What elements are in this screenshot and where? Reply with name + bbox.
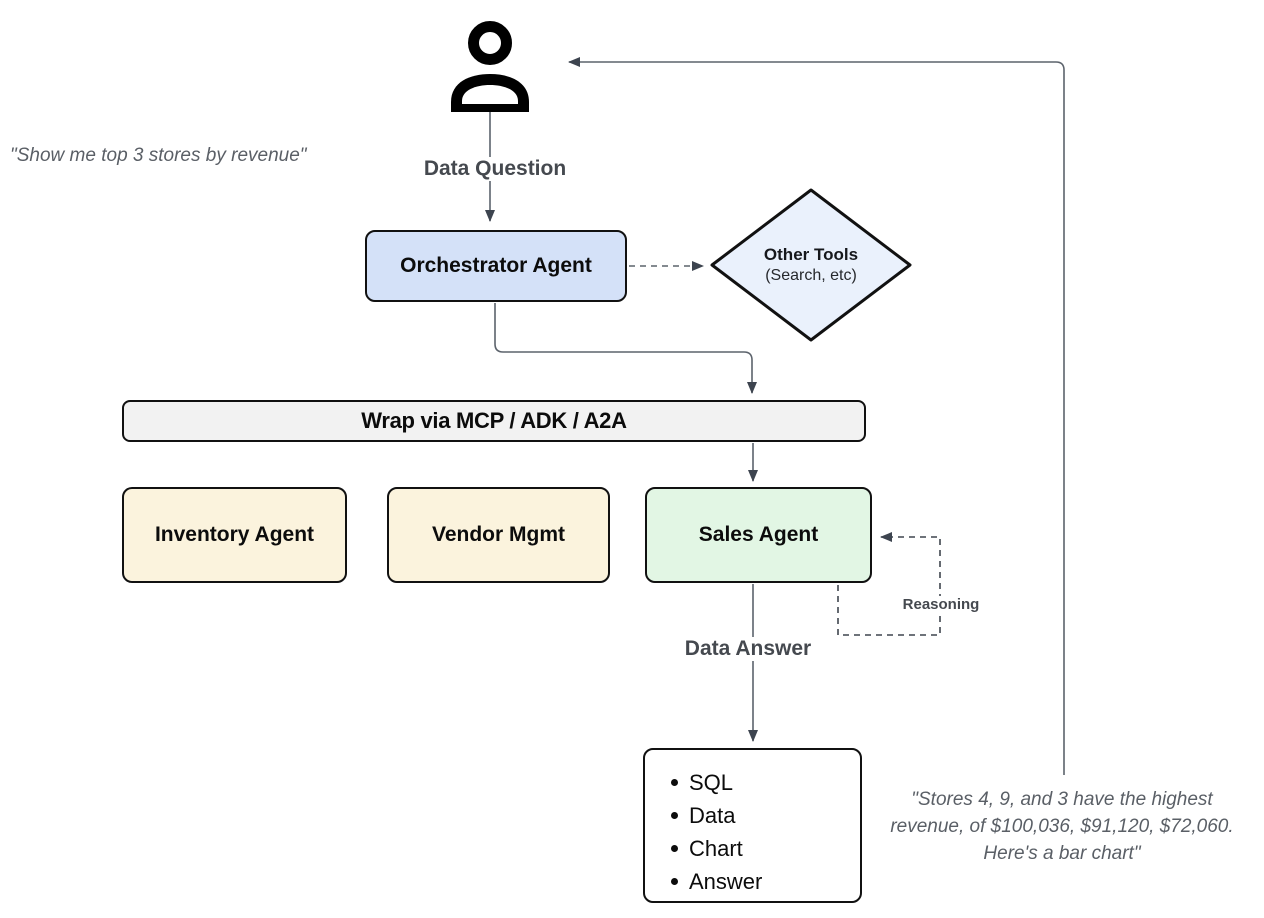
output-artifacts-node: SQL Data Chart Answer xyxy=(643,748,862,903)
user-person-icon xyxy=(443,12,538,114)
answer-quote-line-1: "Stores 4, 9, and 3 have the highest xyxy=(911,789,1213,810)
agent-answer-quote: "Stores 4, 9, and 3 have the highest rev… xyxy=(862,786,1262,867)
data-answer-label: Data Answer xyxy=(678,637,818,661)
output-artifacts-list: SQL Data Chart Answer xyxy=(645,750,762,898)
answer-quote-line-2: revenue, of $100,036, $91,120, $72,060. xyxy=(890,816,1234,837)
reasoning-label: Reasoning xyxy=(897,596,985,613)
vendor-mgmt-label: Vendor Mgmt xyxy=(431,523,565,546)
inventory-agent-node: Inventory Agent xyxy=(122,487,347,583)
vendor-mgmt-node: Vendor Mgmt xyxy=(387,487,610,583)
output-item-answer: Answer xyxy=(671,865,762,898)
answer-quote-line-3: Here's a bar chart" xyxy=(983,843,1141,864)
output-item-sql: SQL xyxy=(671,766,762,799)
output-item-chart: Chart xyxy=(671,832,762,865)
user-question-quote: "Show me top 3 stores by revenue" xyxy=(10,145,307,166)
other-tools-node: Other Tools (Search, etc) xyxy=(700,180,922,350)
sales-agent-label: Sales Agent xyxy=(698,523,819,546)
inventory-agent-label: Inventory Agent xyxy=(154,523,315,546)
sales-agent-node: Sales Agent xyxy=(645,487,872,583)
wrap-bar-label: Wrap via MCP / ADK / A2A xyxy=(361,408,627,433)
wrap-mcp-adk-a2a-bar: Wrap via MCP / ADK / A2A xyxy=(122,400,866,442)
output-item-data: Data xyxy=(671,799,762,832)
data-question-label: Data Question xyxy=(417,157,573,181)
orchestrator-agent-label: Orchestrator Agent xyxy=(400,254,592,277)
other-tools-title: Other Tools xyxy=(763,245,859,264)
orchestrator-agent-node: Orchestrator Agent xyxy=(365,230,627,302)
other-tools-subtitle: (Search, etc) xyxy=(765,267,857,284)
